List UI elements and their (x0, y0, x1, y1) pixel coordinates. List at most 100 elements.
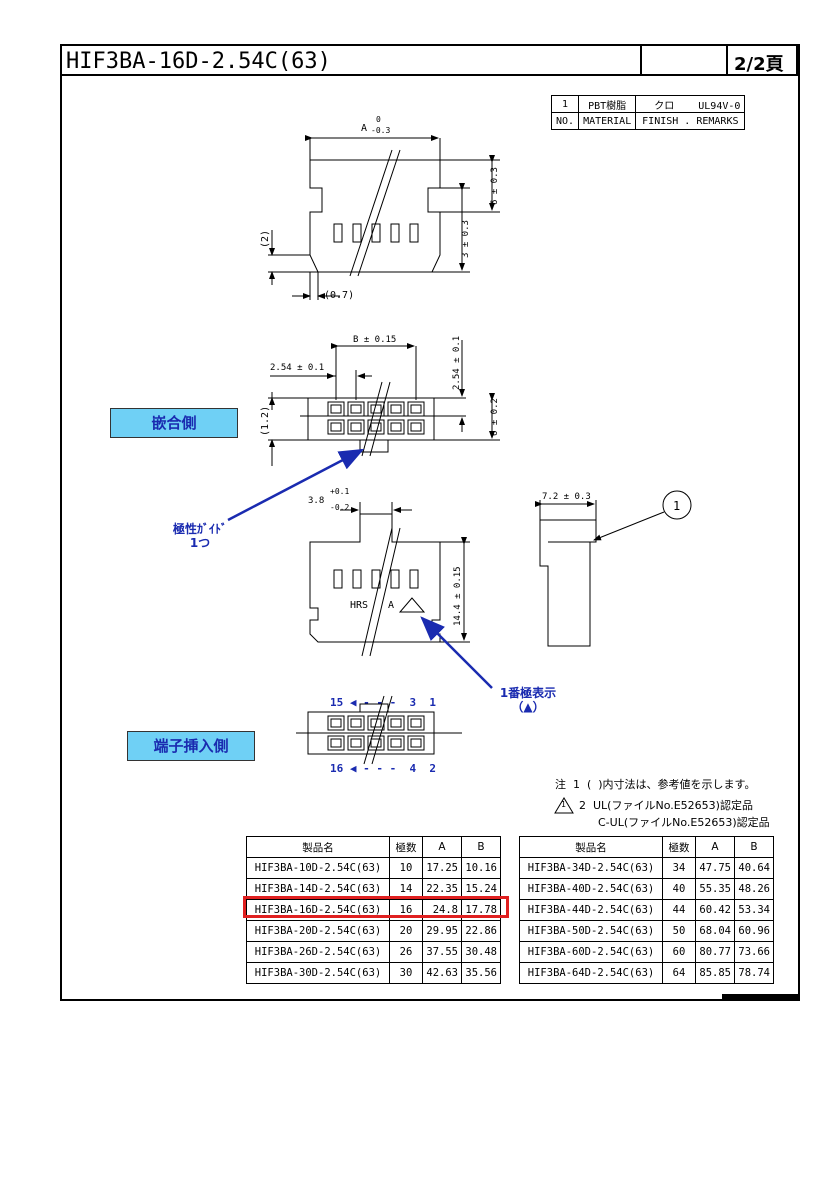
a-cell: 85.85 (695, 962, 735, 984)
polarity-guide-label: 極性ｶﾞｲﾄﾞ 1つ (172, 522, 227, 550)
b-cell: 78.74 (734, 962, 774, 984)
dim-254-vertical: 2.54 ± 0.1 (452, 336, 462, 390)
pin-numbers-top: 15 ◀ - - - 3 1 (330, 696, 436, 709)
b-cell: 40.64 (734, 857, 774, 879)
product-name-cell: HIF3BA-40D-2.54C(63) (519, 878, 663, 900)
note-3: C-UL(ファイルNo.E52653)認定品 (598, 816, 770, 829)
b-cell: 22.86 (461, 920, 501, 942)
a-cell: 55.35 (695, 878, 735, 900)
material-header-no: NO. (550, 112, 580, 130)
b-cell: 53.34 (734, 899, 774, 921)
col-a: A (422, 836, 462, 858)
dim-38: 3.8 (308, 496, 324, 506)
dim-a-tol-top: 0 (376, 115, 381, 124)
product-name-cell: HIF3BA-20D-2.54C(63) (246, 920, 390, 942)
dim-12: (1.2) (260, 406, 271, 436)
dim-72: 7.2 ± 0.3 (542, 492, 591, 502)
frame-end-bar (722, 994, 798, 999)
dim-2: (2) (260, 230, 271, 248)
dim-6-02: 6 ± 0.2 (490, 398, 500, 436)
pin-numbers-bottom: 16 ◀ - - - 4 2 (330, 762, 436, 775)
product-name-cell: HIF3BA-30D-2.54C(63) (246, 962, 390, 984)
poles-cell: 64 (662, 962, 696, 984)
poles-cell: 10 (389, 857, 423, 879)
col-a: A (695, 836, 735, 858)
title-block: HIF3BA-16D-2.54C(63) 2/2頁 (60, 44, 798, 76)
col-poles: 極数 (662, 836, 696, 858)
b-cell: 60.96 (734, 920, 774, 942)
b-cell: 73.66 (734, 941, 774, 963)
poles-cell: 26 (389, 941, 423, 963)
a-cell: 47.75 (695, 857, 735, 879)
header-divider (726, 46, 728, 74)
material-remarks: UL94V-0 (698, 100, 741, 112)
product-name-cell: HIF3BA-60D-2.54C(63) (519, 941, 663, 963)
poles-cell: 50 (662, 920, 696, 942)
note-2: 2 UL(ファイルNo.E52653)認定品 (579, 799, 753, 812)
a-cell: 42.63 (422, 962, 462, 984)
table-header-row: 製品名 極数 A B (246, 836, 501, 858)
dim-3-03: 3 ± 0.3 (461, 220, 471, 258)
note-1: 注 1 ( )内寸法は、参考値を示します。 (555, 778, 756, 791)
header-divider (640, 46, 642, 74)
dim-6-03: 6 ± 0.3 (490, 167, 500, 205)
mating-side-label: 嵌合側 (110, 408, 238, 438)
material-table: 1 PBT樹脂 クロ UL94V-0 NO. MATERIAL FINISH .… (550, 95, 746, 130)
poles-cell: 20 (389, 920, 423, 942)
pin1-mark-label: 1番極表示 （▲） (499, 686, 557, 714)
page-number: 2/2頁 (734, 54, 784, 75)
a-cell: 68.04 (695, 920, 735, 942)
insertion-side-label: 端子挿入側 (127, 731, 255, 761)
b-cell: 35.56 (461, 962, 501, 984)
table-header-row: 製品名 極数 A B (519, 836, 774, 858)
technical-drawing: A 0 -0.3 6 ± 0.3 3 ± 0.3 (2) (0.7) B ± 0… (227, 115, 692, 814)
balloon-1-label: 1 (673, 499, 680, 513)
col-product-name: 製品名 (246, 836, 390, 858)
col-b: B (734, 836, 774, 858)
poles-cell: 34 (662, 857, 696, 879)
mark-hrs: HRS (350, 600, 368, 611)
b-cell: 15.24 (461, 878, 501, 900)
dim-144: 14.4 ± 0.15 (453, 566, 463, 626)
dim-07: (0.7) (324, 290, 354, 301)
material-finish: クロ (654, 100, 675, 112)
a-cell: 17.25 (422, 857, 462, 879)
product-name-cell: HIF3BA-26D-2.54C(63) (246, 941, 390, 963)
dim-38-tol-bottom: -0.2 (330, 503, 349, 512)
col-poles: 極数 (389, 836, 423, 858)
note-2-mark: 1 (561, 800, 567, 809)
product-name-cell: HIF3BA-14D-2.54C(63) (246, 878, 390, 900)
material-header-material: MATERIAL (578, 112, 637, 130)
dim-254-horizontal: 2.54 ± 0.1 (270, 363, 324, 373)
dim-a-tol-bottom: -0.3 (371, 126, 390, 135)
poles-cell: 40 (662, 878, 696, 900)
product-name-cell: HIF3BA-64D-2.54C(63) (519, 962, 663, 984)
dim-b: B ± 0.15 (353, 335, 396, 345)
b-cell: 30.48 (461, 941, 501, 963)
product-name-cell: HIF3BA-44D-2.54C(63) (519, 899, 663, 921)
dim-a-label: A (361, 123, 367, 134)
a-cell: 29.95 (422, 920, 462, 942)
poles-cell: 30 (389, 962, 423, 984)
col-b: B (461, 836, 501, 858)
a-cell: 60.42 (695, 899, 735, 921)
poles-cell: 44 (662, 899, 696, 921)
b-cell: 10.16 (461, 857, 501, 879)
mark-a: A (388, 600, 394, 611)
col-product-name: 製品名 (519, 836, 663, 858)
dim-38-tol-top: +0.1 (330, 487, 349, 496)
poles-cell: 60 (662, 941, 696, 963)
product-name-cell: HIF3BA-34D-2.54C(63) (519, 857, 663, 879)
